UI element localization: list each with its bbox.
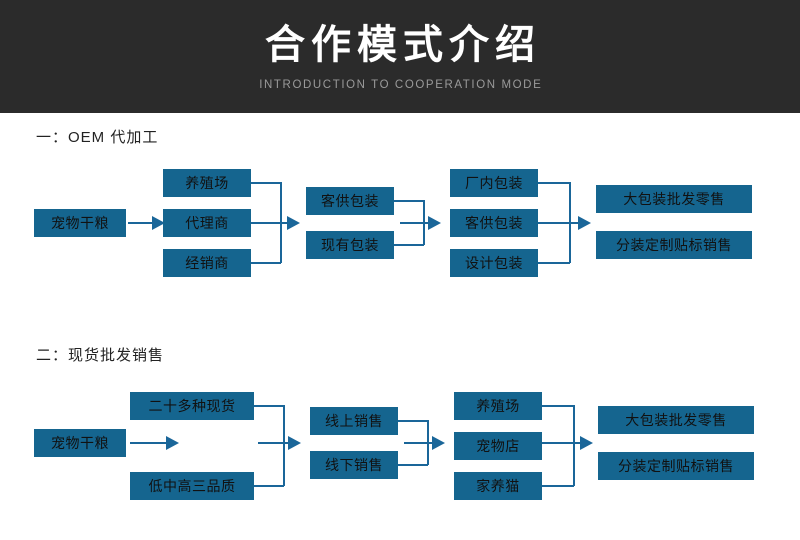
connector-line bbox=[404, 442, 434, 444]
arrow-head bbox=[287, 216, 300, 230]
node-channel-agent: 代理商 bbox=[163, 209, 251, 237]
section-1-diagram: 宠物干粮 养殖场 代理商 经销商 客供包装 现有包装 厂内包装 客供包装 设计包… bbox=[0, 155, 800, 300]
node-customer-pet-shop: 宠物店 bbox=[454, 432, 542, 460]
node-customer-house-cat: 家养猫 bbox=[454, 472, 542, 500]
arrow-head bbox=[288, 436, 301, 450]
page-subtitle: INTRODUCTION TO COOPERATION MODE bbox=[259, 79, 543, 91]
section-2-heading: 二：现货批发销售 bbox=[36, 347, 165, 364]
section-2-diagram: 宠物干粮 二十多种现货 低中高三品质 线上销售 线下销售 养殖场 宠物店 家养猫 bbox=[0, 375, 800, 520]
connector-line bbox=[130, 442, 168, 444]
connector-line bbox=[254, 405, 284, 407]
connector-line bbox=[394, 200, 424, 202]
arrow-head bbox=[432, 436, 445, 450]
arrow-head bbox=[580, 436, 593, 450]
connector-line bbox=[398, 420, 428, 422]
connector-line bbox=[542, 485, 574, 487]
connector-line bbox=[258, 442, 290, 444]
node-stock-varieties: 二十多种现货 bbox=[130, 392, 254, 420]
connector-line bbox=[400, 222, 430, 224]
section-1-heading: 一：OEM 代加工 bbox=[36, 129, 159, 146]
connector-line bbox=[542, 405, 574, 407]
page-title: 合作模式介绍 bbox=[265, 23, 541, 67]
node-packaging-designed: 设计包装 bbox=[450, 249, 538, 277]
connector-line bbox=[394, 244, 424, 246]
arrow-head bbox=[166, 436, 179, 450]
connector-line bbox=[251, 222, 289, 224]
page-header: 合作模式介绍 INTRODUCTION TO COOPERATION MODE bbox=[0, 0, 800, 113]
node-sales-bulk-wholesale-retail: 大包装批发零售 bbox=[598, 406, 754, 434]
connector-line bbox=[538, 262, 570, 264]
node-sales-bulk-wholesale-retail: 大包装批发零售 bbox=[596, 185, 752, 213]
node-stock-quality-tiers: 低中高三品质 bbox=[130, 472, 254, 500]
node-channel-farm: 养殖场 bbox=[163, 169, 251, 197]
node-sales-channel-online: 线上销售 bbox=[310, 407, 398, 435]
node-sales-repack-custom-label: 分装定制贴标销售 bbox=[598, 452, 754, 480]
connector-line bbox=[538, 182, 570, 184]
node-sales-repack-custom-label: 分装定制贴标销售 bbox=[596, 231, 752, 259]
node-packaging-customer-supplied: 客供包装 bbox=[306, 187, 394, 215]
node-channel-distributor: 经销商 bbox=[163, 249, 251, 277]
connector-line bbox=[251, 262, 281, 264]
node-packaging-customer-supplied-2: 客供包装 bbox=[450, 209, 538, 237]
connector-line bbox=[128, 222, 154, 224]
connector-line bbox=[538, 222, 580, 224]
node-packaging-in-factory: 厂内包装 bbox=[450, 169, 538, 197]
connector-line bbox=[573, 405, 575, 486]
connector-line bbox=[542, 442, 582, 444]
connector-line bbox=[283, 405, 285, 486]
node-customer-farm: 养殖场 bbox=[454, 392, 542, 420]
connector-line bbox=[254, 485, 284, 487]
connector-line bbox=[398, 464, 428, 466]
arrow-head bbox=[578, 216, 591, 230]
node-source-pet-food: 宠物干粮 bbox=[34, 429, 126, 457]
node-source-pet-food: 宠物干粮 bbox=[34, 209, 126, 237]
arrow-head bbox=[152, 216, 165, 230]
node-sales-channel-offline: 线下销售 bbox=[310, 451, 398, 479]
connector-line bbox=[251, 182, 281, 184]
node-packaging-existing: 现有包装 bbox=[306, 231, 394, 259]
arrow-head bbox=[428, 216, 441, 230]
